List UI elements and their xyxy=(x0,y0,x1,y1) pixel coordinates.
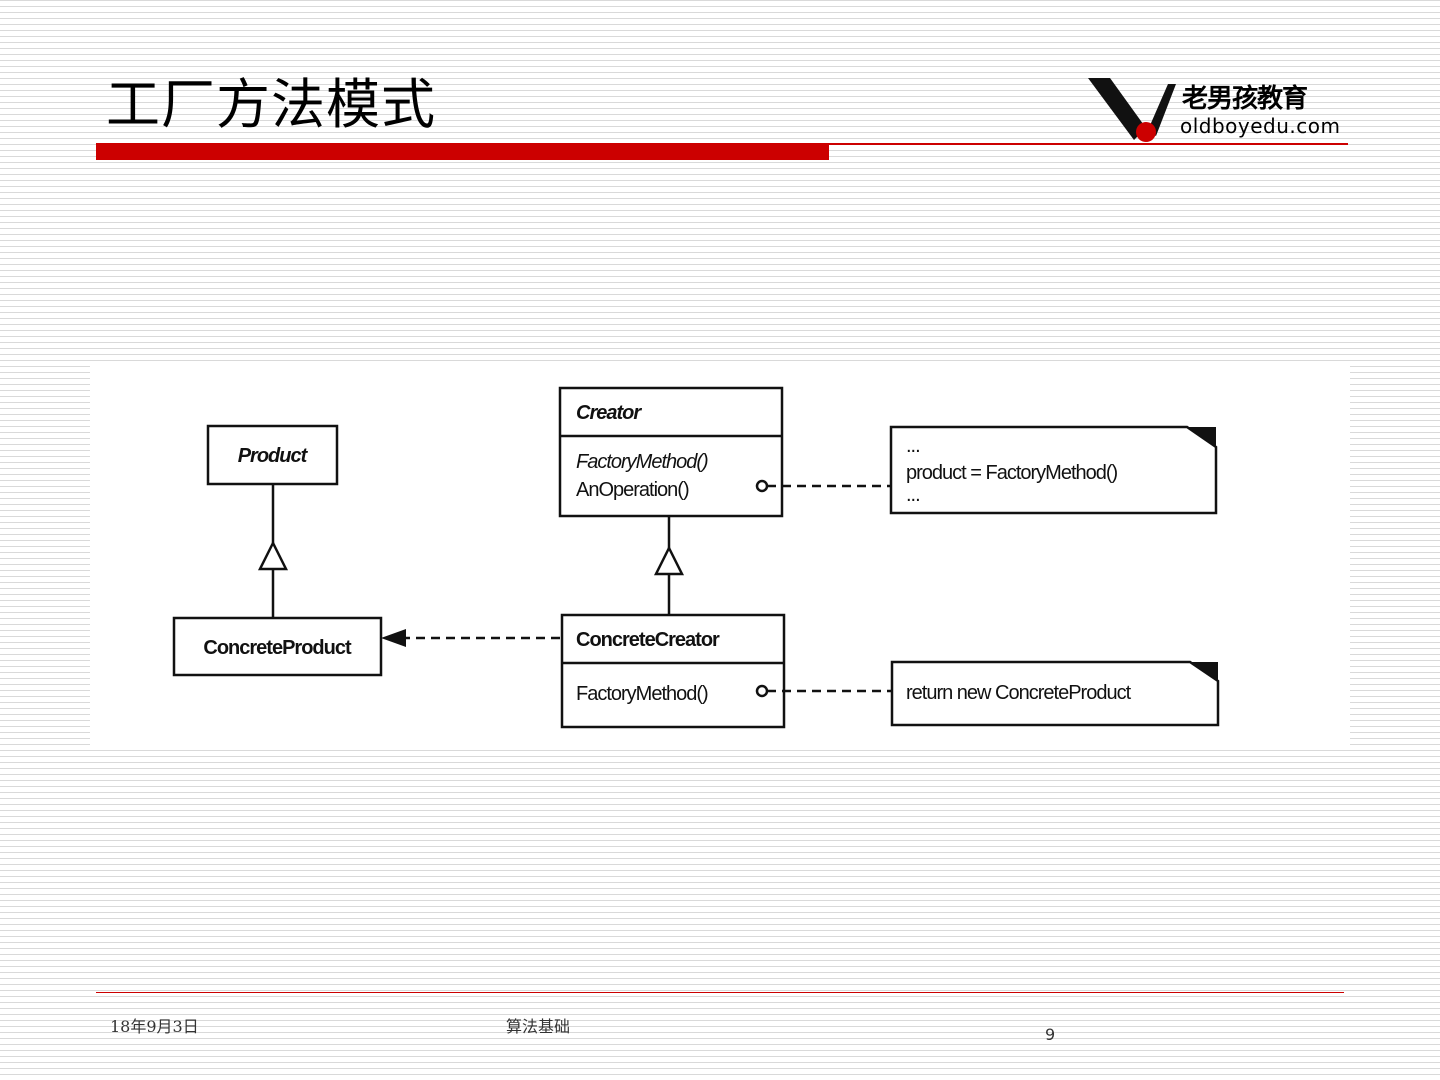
creator-inheritance xyxy=(653,516,685,615)
logo-v-mark-icon xyxy=(1088,78,1176,142)
note1-line2: product = FactoryMethod() xyxy=(906,462,1118,484)
product-class-name: Product xyxy=(238,445,309,467)
note-anchor-circle-icon xyxy=(755,479,769,493)
concrete-creator-class: ConcreteCreator FactoryMethod() xyxy=(560,613,786,729)
note-anoperation: ... product = FactoryMethod() ... xyxy=(889,425,1218,515)
concrete-creator-factory-method: FactoryMethod() xyxy=(576,683,708,705)
footer-date: 18年9月3日 xyxy=(110,1017,199,1036)
inheritance-triangle-icon xyxy=(257,540,289,571)
inheritance-triangle-icon xyxy=(653,545,685,576)
product-inheritance xyxy=(257,484,289,618)
concrete-creator-class-name: ConcreteCreator xyxy=(576,629,720,651)
note-link-anoperation xyxy=(755,479,890,493)
slide-title: 工厂方法模式 xyxy=(106,73,436,136)
arrowhead-icon xyxy=(381,629,406,647)
footer-divider xyxy=(96,992,1344,993)
note-corner-icon xyxy=(1190,662,1218,681)
concrete-product-class: ConcreteProduct xyxy=(172,616,383,677)
uml-diagram: Product ConcreteProduct Creator FactoryM… xyxy=(90,365,1350,750)
product-class: Product xyxy=(206,424,339,486)
brand-logo: 老男孩教育 oldboyedu.com xyxy=(1086,74,1348,146)
note-link-factorymethod xyxy=(755,684,891,698)
title-underline-bar xyxy=(96,143,829,160)
note-anchor-circle-icon xyxy=(755,684,769,698)
creator-factory-method: FactoryMethod() xyxy=(576,451,708,473)
slide-number: 9 xyxy=(1045,1025,1056,1044)
creator-class-name: Creator xyxy=(576,402,642,424)
creator-class: Creator FactoryMethod() AnOperation() xyxy=(558,386,784,518)
creator-an-operation: AnOperation() xyxy=(576,479,689,501)
logo-chinese-text: 老男孩教育 xyxy=(1182,84,1308,114)
note2-text: return new ConcreteProduct xyxy=(906,682,1132,704)
creates-dependency-arrow xyxy=(381,629,560,647)
footer-course-title: 算法基础 xyxy=(506,1017,571,1036)
logo-domain-text: oldboyedu.com xyxy=(1180,114,1341,138)
note-factorymethod: return new ConcreteProduct xyxy=(890,660,1220,727)
title-underline-thin xyxy=(829,143,1348,145)
note1-line1: ... xyxy=(906,435,920,457)
concrete-product-class-name: ConcreteProduct xyxy=(203,637,352,659)
note-corner-icon xyxy=(1187,427,1216,447)
note1-line3: ... xyxy=(906,484,920,506)
